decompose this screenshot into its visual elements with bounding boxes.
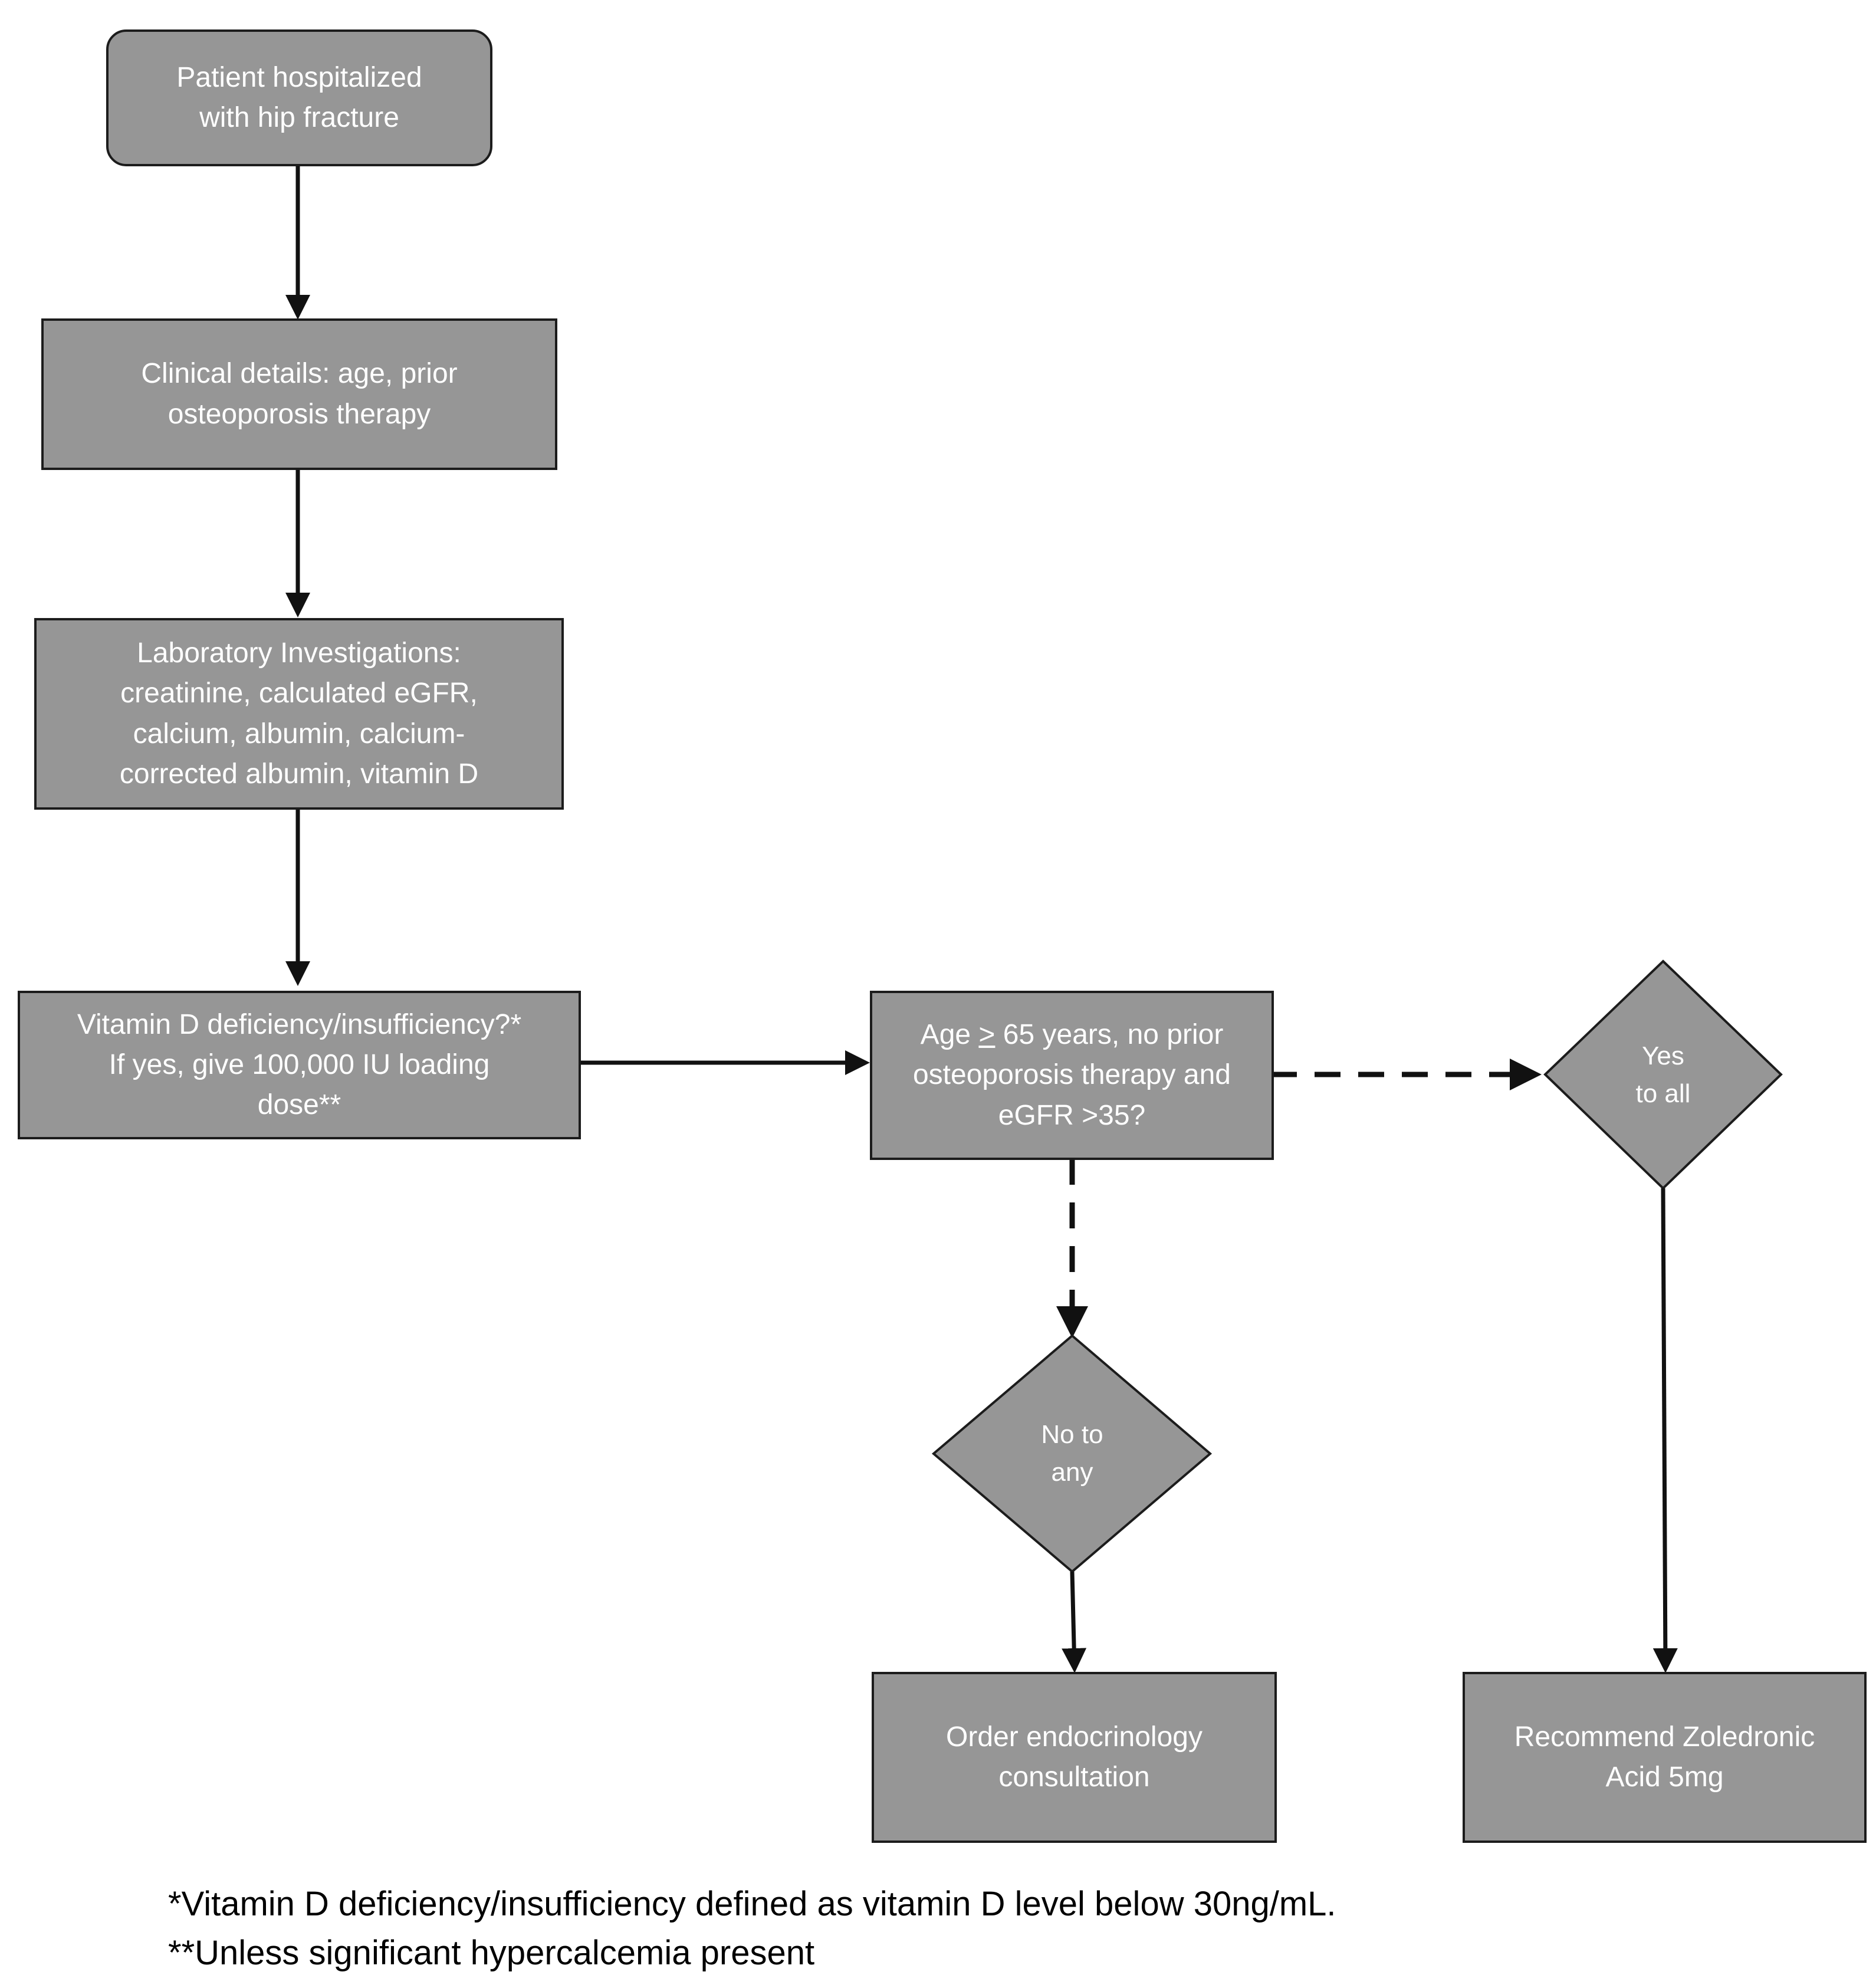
start-node: Patient hospitalized with hip fracture [106,29,492,166]
criteria-text: Age > 65 years, no prior osteoporosis th… [913,1015,1231,1135]
start-node-text: Patient hospitalized with hip fracture [176,61,422,133]
clinical-details-text: Clinical details: age, prior osteoporosi… [141,358,458,430]
zoledronic-node: Recommend Zoledronic Acid 5mg [1463,1672,1867,1843]
clinical-details-node: Clinical details: age, prior osteoporosi… [41,318,557,470]
criteria-gte-symbol: > [978,1019,996,1051]
lab-investigations-text: Laboratory Investigations: creatinine, c… [119,637,479,790]
vitamin-d-text: Vitamin D deficiency/insufficiency?* If … [77,1008,522,1121]
lab-investigations-node: Laboratory Investigations: creatinine, c… [34,618,564,810]
arrow-no-to-endocrinology [1062,1571,1087,1673]
endocrinology-text: Order endocrinology consultation [946,1721,1203,1793]
footnote-hypercalcemia: **Unless significant hypercalcemia prese… [168,1934,815,1972]
criteria-prefix: Age [920,1019,979,1051]
footnote-vitamin-d-definition: *Vitamin D deficiency/insufficiency defi… [168,1885,1336,1923]
arrow-yes-to-zoledronic [1652,1188,1678,1673]
criteria-rest: 65 years, no prior osteoporosis therapy … [912,1019,1231,1131]
criteria-node: Age > 65 years, no prior osteoporosis th… [870,991,1274,1160]
endocrinology-node: Order endocrinology consultation [872,1672,1277,1843]
yes-to-all-text: Yes to all [1635,1041,1691,1108]
vitamin-d-node: Vitamin D deficiency/insufficiency?* If … [18,991,581,1139]
no-to-any-text: No to any [1041,1420,1103,1487]
zoledronic-text: Recommend Zoledronic Acid 5mg [1514,1721,1815,1793]
yes-to-all-label: Yes to all [1592,1014,1734,1135]
no-to-any-label: No to any [991,1392,1154,1516]
